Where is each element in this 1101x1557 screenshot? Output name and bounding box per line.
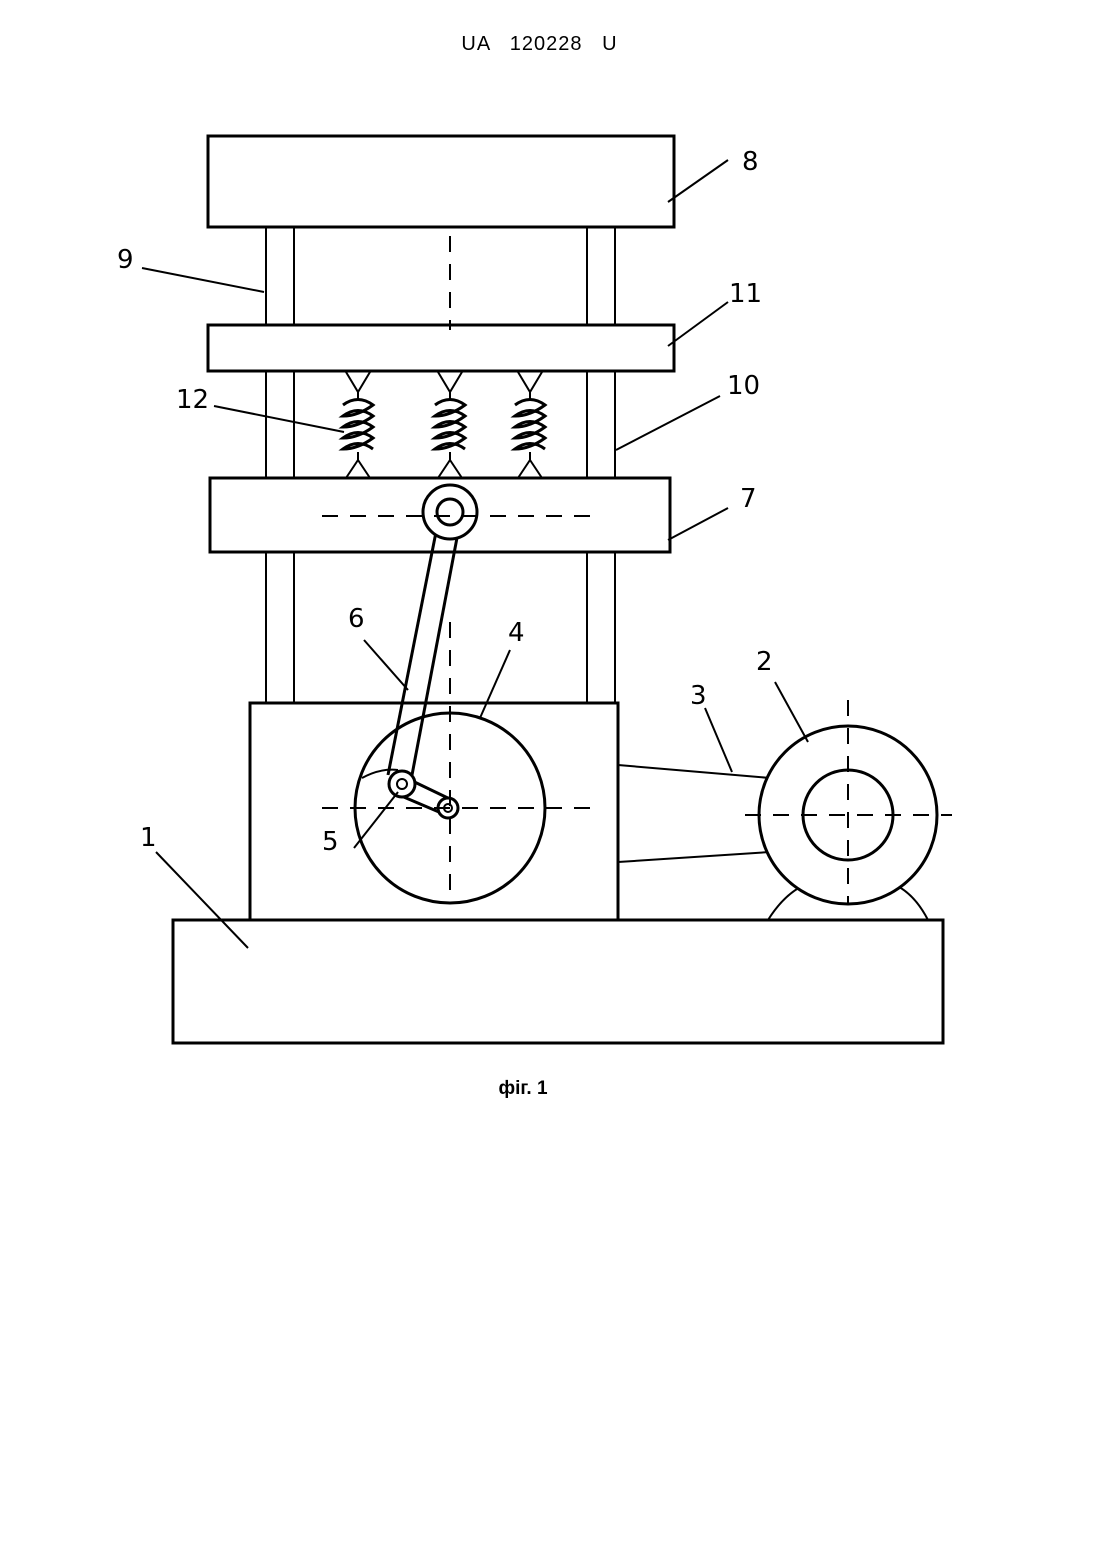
springs: [343, 372, 545, 478]
label-5: 5: [322, 827, 339, 857]
upper-plate: [208, 325, 674, 371]
label-3: 3: [690, 681, 707, 711]
slide-pin: [423, 485, 477, 539]
left-column: [266, 227, 294, 705]
belt: [618, 765, 770, 862]
label-10: 10: [727, 371, 760, 401]
label-1: 1: [140, 823, 157, 853]
figure-caption: фіг. 1: [0, 1078, 1046, 1100]
spring-left: [343, 372, 373, 478]
label-4: 4: [508, 618, 525, 648]
base: [173, 920, 943, 1043]
label-12: 12: [176, 385, 209, 415]
label-9: 9: [117, 245, 134, 275]
label-2: 2: [756, 647, 773, 677]
spring-middle: [435, 372, 465, 478]
spring-right: [515, 372, 545, 478]
guide-columns: [266, 227, 615, 705]
label-8: 8: [742, 147, 759, 177]
label-11: 11: [729, 279, 762, 309]
label-7: 7: [740, 484, 757, 514]
top-plate: [208, 136, 674, 227]
right-column: [587, 227, 615, 705]
label-6: 6: [348, 604, 365, 634]
